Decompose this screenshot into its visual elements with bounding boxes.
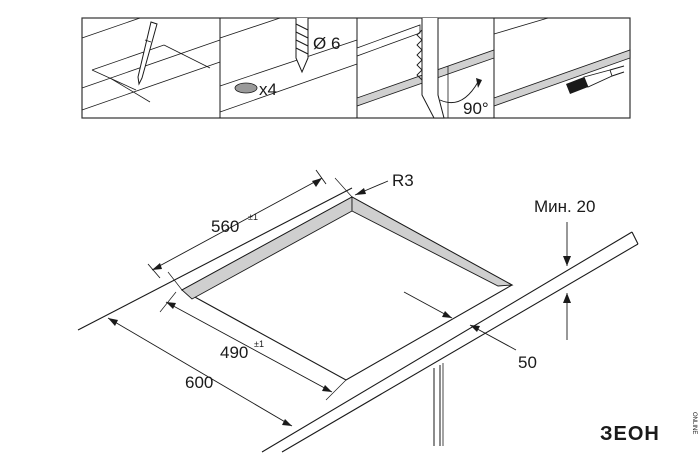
drill-hole-icon — [234, 82, 258, 94]
step-drill-panel: Ø 6 x4 — [219, 17, 358, 113]
drill-diameter-label: Ø 6 — [313, 34, 340, 53]
dim-depth-label: 560 — [211, 217, 239, 236]
step-seal-panel — [493, 17, 631, 107]
logo-tag: ONLINE — [691, 412, 697, 434]
worktop-back-edge — [77, 187, 353, 331]
step-mark-panel — [81, 17, 221, 111]
dim-depth-tolerance: ±1 — [248, 212, 258, 222]
logo-text: ЗЕОН — [600, 423, 660, 445]
dim-600: 600 — [107, 317, 293, 427]
drill-bit-icon — [295, 18, 309, 74]
saw-angle-label: 90° — [463, 99, 489, 118]
dim-490: 490 ±1 — [159, 291, 347, 401]
dim-margin-label: 50 — [518, 353, 537, 372]
brand-logo: ЗЕОН ONLINE — [600, 412, 697, 445]
cutout-right-wall — [351, 196, 514, 287]
jigsaw-blade-icon — [416, 18, 445, 119]
dim-worktop-label: 600 — [185, 373, 213, 392]
panels-frame — [81, 17, 631, 119]
worktop-front-lower-edge — [281, 243, 639, 453]
min-gap-label: Мин. 20 — [534, 197, 595, 216]
worktop-end — [631, 231, 639, 245]
hole-count-label: x4 — [259, 80, 277, 99]
pencil-icon — [137, 21, 158, 86]
dim-width-label: 490 — [220, 343, 248, 362]
instruction-panels: Ø 6 x4 90° — [81, 17, 631, 119]
worktop-drawing: 560 ±1 R3 490 ±1 600 — [77, 169, 639, 453]
dim-min-20: Мин. 20 — [534, 197, 595, 340]
cabinet-side — [433, 363, 444, 446]
step-saw-panel: 90° — [356, 18, 495, 119]
dim-50: 50 — [403, 291, 537, 372]
worktop-front-edge — [261, 231, 633, 453]
dim-width-tolerance: ±1 — [254, 339, 264, 349]
radius-callout: R3 — [354, 171, 414, 196]
hob-cutout — [180, 196, 514, 381]
dim-560: 560 ±1 — [147, 169, 353, 291]
radius-label: R3 — [392, 171, 414, 190]
brush-icon — [566, 65, 625, 94]
